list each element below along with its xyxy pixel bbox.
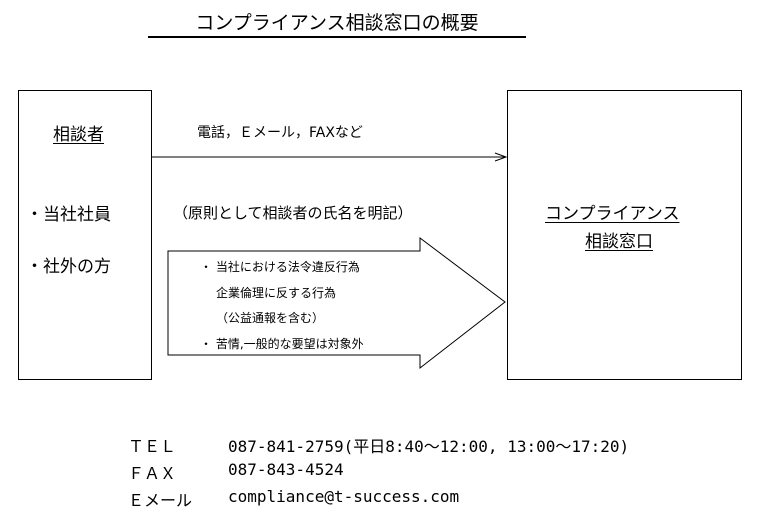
- scope-line-2: 企業倫理に反する行為: [216, 286, 337, 300]
- consultant-item-external: ・社外の方: [26, 257, 111, 277]
- channel-methods: 電話，Ｅメール，FAXなど: [197, 125, 363, 141]
- consultant-heading: 相談者: [53, 125, 104, 145]
- scope-line-1: ・ 当社における法令違反行為: [200, 260, 360, 274]
- email-label: Ｅメール: [128, 491, 193, 510]
- consultant-item-employee: ・当社社員: [26, 205, 111, 225]
- email-value[interactable]: compliance@t-success.com: [228, 487, 460, 506]
- consultant-box: [18, 90, 152, 380]
- scope-line-4: ・ 苦情,一般的な要望は対象外: [200, 337, 364, 351]
- compliance-desk-box: [507, 90, 742, 380]
- tel-label: ＴＥＬ: [128, 437, 177, 456]
- desk-label-line1: コンプライアンス: [545, 204, 680, 224]
- tel-value: 087-841-2759(平日8:40～12:00, 13:00～17:20): [228, 437, 630, 456]
- page-title: コンプライアンス相談窓口の概要: [148, 10, 526, 38]
- channel-note: （原則として相談者の氏名を明記）: [173, 204, 413, 222]
- fax-value: 087-843-4524: [228, 460, 344, 479]
- fax-label: ＦＡＸ: [128, 464, 177, 483]
- channel-arrow: [152, 152, 508, 162]
- scope-block-arrow: [167, 236, 506, 370]
- desk-label-line2: 相談窓口: [585, 232, 653, 252]
- scope-line-3: （公益通報を含む）: [216, 311, 325, 325]
